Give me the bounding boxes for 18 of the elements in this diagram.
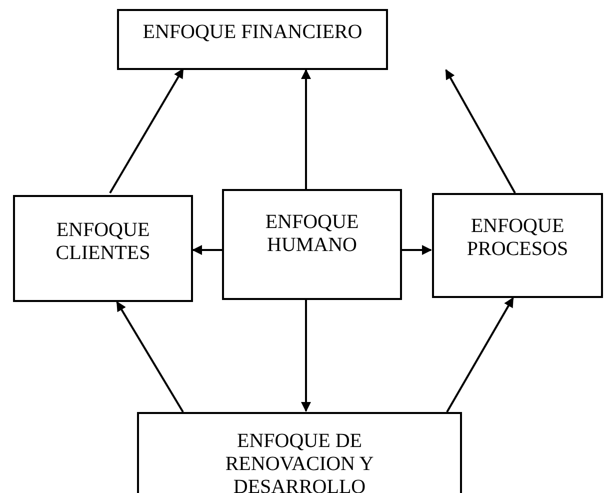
arrow bbox=[445, 69, 516, 194]
arrow bbox=[301, 300, 311, 412]
box-label: ENFOQUE DE RENOVACION Y DESARROLLO bbox=[224, 430, 375, 493]
process-box bbox=[432, 193, 603, 298]
arrow bbox=[446, 297, 514, 412]
box-label: ENFOQUE FINANCIERO bbox=[142, 21, 362, 44]
process-box bbox=[222, 189, 402, 300]
arrow bbox=[192, 245, 222, 255]
process-box bbox=[137, 412, 462, 493]
arrow bbox=[301, 69, 311, 189]
arrow bbox=[109, 68, 184, 194]
box-label: ENFOQUE PROCESOS bbox=[466, 215, 570, 261]
process-box bbox=[117, 9, 388, 70]
process-box bbox=[13, 195, 193, 302]
box-label: ENFOQUE CLIENTES bbox=[54, 219, 152, 265]
arrow bbox=[116, 301, 184, 413]
arrow bbox=[402, 245, 432, 255]
box-label: ENFOQUE HUMANO bbox=[264, 211, 360, 257]
